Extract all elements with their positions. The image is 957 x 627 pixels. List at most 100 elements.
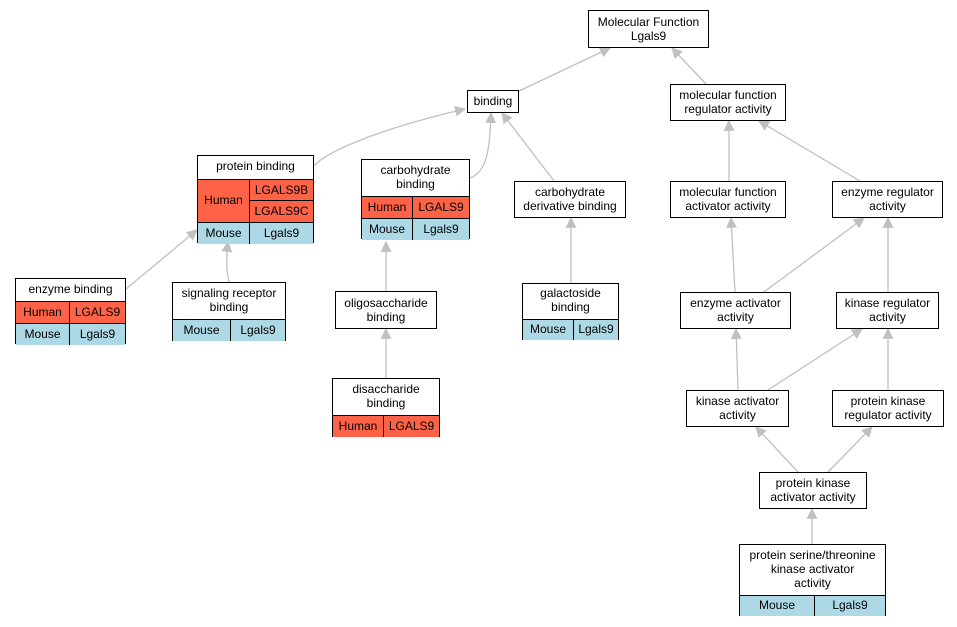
mouse-row: Mouse Lgals9 (740, 595, 885, 616)
edge-pkaa-to-kaa (755, 426, 799, 473)
node-binding[interactable]: binding (467, 90, 519, 113)
gene-mouse: Lgals9 (412, 219, 469, 240)
species-human: Human (16, 302, 69, 323)
node-enzyme-binding[interactable]: enzyme binding Human LGALS9 Mouse Lgals9 (15, 278, 126, 345)
title-line: derivative binding (523, 199, 617, 213)
species-mouse: Mouse (523, 320, 573, 340)
edge-era-to-mfra (758, 120, 861, 182)
mouse-row: Mouse Lgals9 (523, 319, 618, 340)
title-line: carbohydrate (380, 163, 451, 177)
node-title: oligosaccharide binding (336, 292, 436, 326)
human-row: Human LGALS9 (362, 196, 469, 218)
title-line: protein serine/threonine (749, 548, 876, 562)
node-title: enzyme activator activity (681, 293, 790, 326)
node-enzyme-regulator-activity[interactable]: enzyme regulator activity (832, 181, 943, 218)
species-mouse: Mouse (173, 320, 230, 341)
node-enzyme-activator-activity[interactable]: enzyme activator activity (680, 292, 791, 329)
edge-proteinbinding-to-binding (313, 105, 467, 167)
title-line: binding (551, 300, 590, 314)
mouse-row: Mouse Lgals9 (362, 218, 469, 240)
node-title: disaccharide binding (333, 379, 439, 415)
title-line: carbohydrate (534, 185, 606, 199)
title-line: signaling receptor (181, 286, 277, 300)
node-title: enzyme regulator activity (833, 182, 942, 215)
mouse-row: Mouse Lgals9 (173, 319, 285, 341)
gene-human: LGALS9B (254, 183, 309, 197)
edge-srb-to-proteinbinding (221, 240, 233, 283)
node-galactoside-binding[interactable]: galactoside binding Mouse Lgals9 (522, 283, 619, 340)
edge-kaa-to-kra (767, 328, 863, 391)
title-line: binding (396, 177, 435, 191)
node-title: protein serine/threonine kinase activato… (740, 545, 885, 595)
edge-mfra-to-mf (671, 47, 707, 85)
node-kinase-activator-activity[interactable]: kinase activator activity (686, 390, 789, 427)
edge-carbbinding-to-binding (469, 111, 497, 179)
node-protein-serine-threonine-kinase-activator-activity[interactable]: protein serine/threonine kinase activato… (739, 544, 886, 616)
node-molecular-function-regulator-activity[interactable]: molecular function regulator activity (670, 84, 786, 121)
node-title: molecular function activator activity (671, 182, 785, 215)
title-line: enzyme activator (690, 296, 781, 310)
species-mouse: Mouse (16, 324, 69, 345)
human-genes: LGALS9B LGALS9C (249, 180, 313, 222)
node-protein-kinase-regulator-activity[interactable]: protein kinase regulator activity (832, 390, 944, 427)
human-row: Human LGALS9 (333, 415, 439, 437)
edge-carbderiv-to-binding (501, 112, 555, 182)
title-line: protein kinase (850, 394, 926, 408)
node-molecular-function-activator-activity[interactable]: molecular function activator activity (670, 181, 786, 218)
node-molecular-function-lgals9[interactable]: Molecular Function Lgals9 (588, 10, 709, 48)
node-protein-kinase-activator-activity[interactable]: protein kinase activator activity (759, 472, 867, 509)
gene-human: LGALS9 (383, 416, 439, 437)
node-title: carbohydrate derivative binding (515, 182, 625, 215)
node-carbohydrate-binding[interactable]: carbohydrate binding Human LGALS9 Mouse … (361, 159, 470, 240)
species-mouse: Mouse (198, 223, 249, 244)
node-title: protein binding (216, 159, 295, 173)
edge-kaa-to-eaa (730, 327, 742, 391)
title-line: oligosaccharide (344, 296, 428, 310)
species-mouse: Mouse (740, 596, 814, 616)
node-kinase-regulator-activity[interactable]: kinase regulator activity (836, 292, 939, 329)
title-line: activity (719, 408, 756, 422)
title-line: protein kinase (775, 476, 851, 490)
node-title: Molecular Function Lgals9 (589, 11, 708, 45)
title-line: galactoside (540, 286, 601, 300)
title-line: activator activity (770, 490, 856, 504)
title-line: activity (794, 576, 831, 590)
node-title: carbohydrate binding (362, 160, 469, 196)
gene-mouse: Lgals9 (573, 320, 618, 340)
node-title: kinase regulator activity (837, 293, 938, 326)
node-signaling-receptor-binding[interactable]: signaling receptor binding Mouse Lgals9 (172, 282, 286, 341)
title-line: Molecular Function (597, 15, 700, 29)
edge-binding-to-mf (518, 47, 611, 92)
title-line: enzyme regulator (841, 185, 934, 199)
gene-human: LGALS9C (250, 200, 313, 222)
human-row: Human LGALS9 (16, 301, 125, 323)
species-human: Human (333, 416, 383, 437)
title-line: activity (869, 199, 906, 213)
title-line: activator activity (685, 199, 771, 213)
node-title: molecular function regulator activity (671, 85, 785, 118)
edge-eaa-to-era (763, 217, 865, 293)
title-line: regulator activity (684, 102, 772, 116)
node-title: protein kinase activator activity (760, 473, 866, 506)
mouse-row: Mouse Lgals9 (198, 222, 313, 244)
title-line: kinase activator (695, 394, 780, 408)
title-line: molecular function (679, 88, 777, 102)
node-title: enzyme binding (28, 282, 113, 296)
node-carbohydrate-derivative-binding[interactable]: carbohydrate derivative binding (514, 181, 626, 218)
title-line: kinase activator (770, 562, 855, 576)
title-line: activity (717, 310, 754, 324)
node-title: kinase activator activity (687, 391, 788, 424)
species-human: Human (198, 180, 249, 222)
title-line: disaccharide (352, 382, 420, 396)
gene-mouse: Lgals9 (69, 324, 125, 345)
mouse-row: Mouse Lgals9 (16, 323, 125, 345)
node-protein-binding[interactable]: protein binding Human LGALS9B LGALS9C Mo… (197, 155, 314, 244)
edge-pkaa-to-pkra (827, 426, 873, 473)
title-line: binding (209, 300, 249, 314)
node-title: signaling receptor binding (173, 283, 285, 319)
node-oligosaccharide-binding[interactable]: oligosaccharide binding (335, 291, 437, 329)
node-disaccharide-binding[interactable]: disaccharide binding Human LGALS9 (332, 378, 440, 437)
gene-human: LGALS9 (412, 197, 469, 218)
node-title: protein kinase regulator activity (833, 391, 943, 424)
